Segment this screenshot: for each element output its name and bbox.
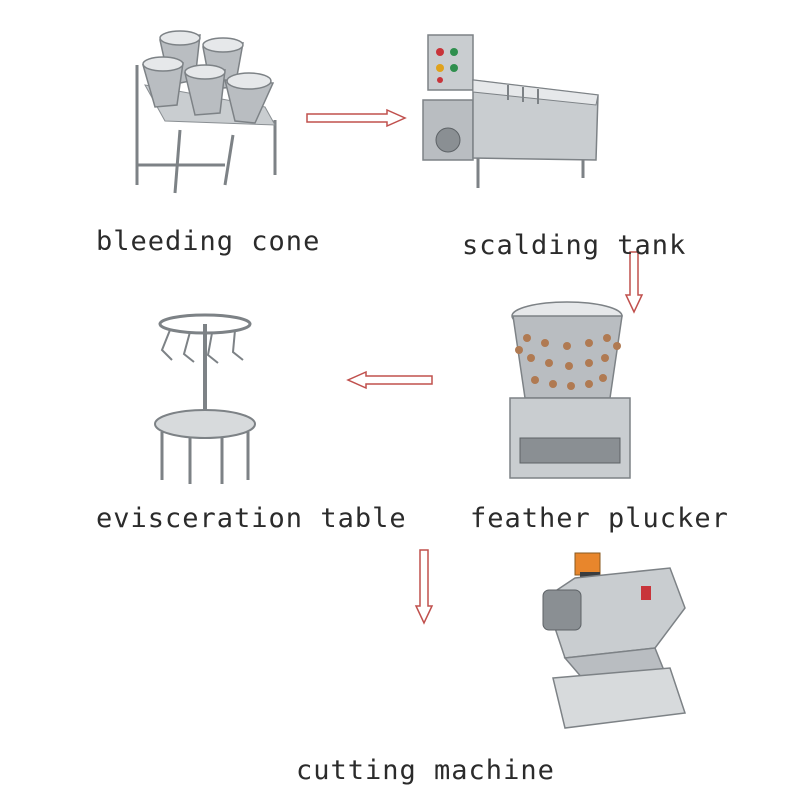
cutting-machine-image	[542, 552, 687, 729]
scalding-tank-image	[422, 34, 599, 188]
arrow-down-1	[624, 251, 644, 314]
label-feather-plucker: feather plucker	[470, 503, 729, 534]
arrow-right	[306, 108, 407, 128]
feather-plucker-image	[509, 301, 631, 479]
evisceration-table-image	[154, 313, 256, 484]
label-cutting-machine: cutting machine	[296, 755, 555, 786]
arrow-down-2	[414, 549, 434, 625]
label-scalding-tank: scalding tank	[462, 230, 687, 261]
label-evisceration-table: evisceration table	[96, 503, 407, 534]
bleeding-cone-image	[135, 30, 277, 194]
arrow-left	[346, 370, 433, 390]
label-bleeding-cone: bleeding cone	[96, 226, 321, 257]
